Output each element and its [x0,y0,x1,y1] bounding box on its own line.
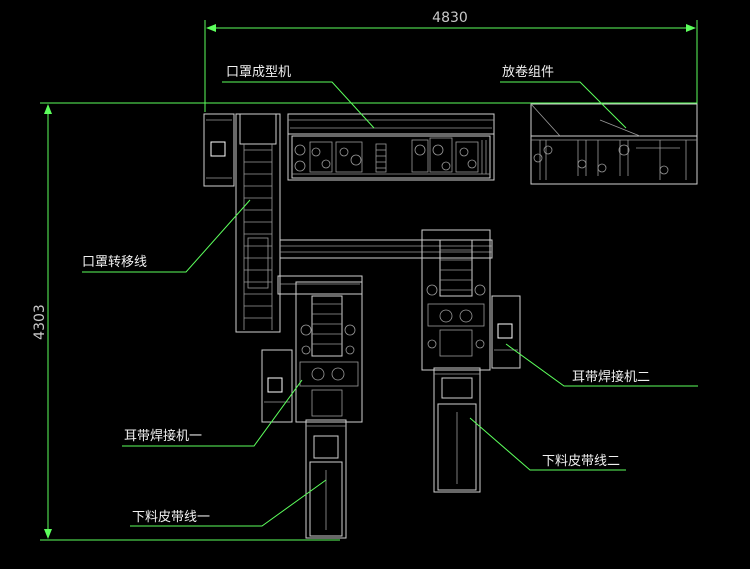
output-belt-line-1 [305,419,347,539]
width-dimension-label: 4830 [432,10,468,26]
callout-mask-forming-machine: 口罩成型机 [222,65,375,129]
label-ear-loop-welder-2: 耳带焊接机二 [572,369,650,385]
callout-ear-loop-welder-2: 耳带焊接机二 [505,343,698,387]
label-ear-loop-welder-1: 耳带焊接机一 [124,428,202,444]
label-mask-transfer-line: 口罩转移线 [82,255,147,270]
callout-unwinding-assembly: 放卷组件 [500,64,627,129]
ear-loop-welder-1 [261,281,363,423]
mask-transfer-line [235,113,493,333]
label-output-belt-line-1: 下料皮带线一 [132,510,210,525]
height-dimension: 4303 [32,102,697,541]
callout-ear-loop-welder-1: 耳带焊接机一 [122,379,303,447]
width-dimension: 4830 [204,10,698,112]
label-mask-forming-machine: 口罩成型机 [226,65,291,80]
height-dimension-label: 4303 [32,304,48,340]
callout-mask-transfer-line: 口罩转移线 [82,199,251,273]
mask-forming-machine [287,113,495,181]
callout-output-belt-line-1: 下料皮带线一 [130,479,327,527]
callout-output-belt-line-2: 下料皮带线二 [469,417,626,471]
label-unwinding-assembly: 放卷组件 [502,64,554,80]
output-belt-line-2 [433,367,481,493]
ear-loop-welder-2 [421,229,521,371]
unwinding-assembly [530,103,698,185]
forming-control-cabinet [203,113,235,187]
label-output-belt-line-2: 下料皮带线二 [542,454,620,469]
